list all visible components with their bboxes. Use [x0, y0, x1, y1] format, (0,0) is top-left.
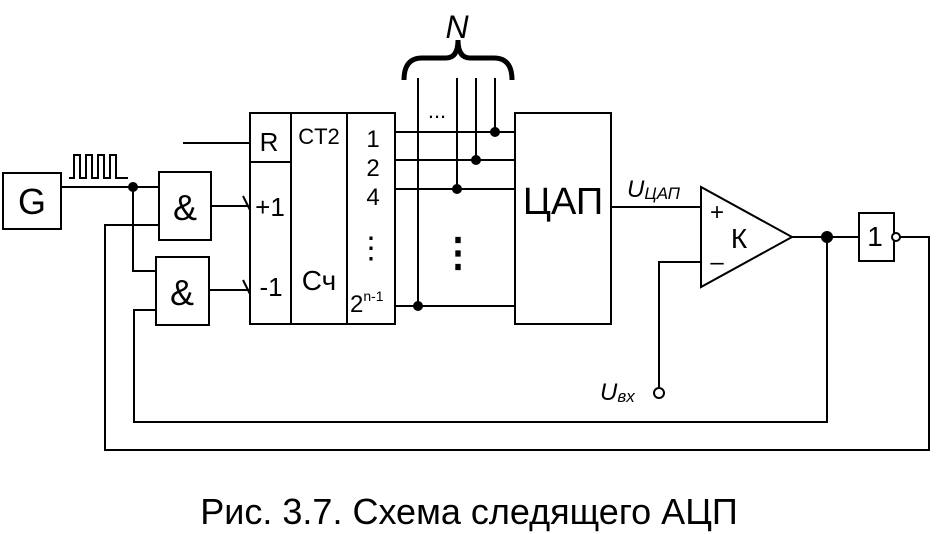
output-bit-1-label: 1 [366, 126, 379, 153]
dac-label: ЦАП [523, 181, 603, 223]
count-up-label: +1 [255, 192, 285, 222]
comparator-triangle [700, 185, 795, 289]
output-bit-n-base: 2 [350, 291, 363, 318]
counter-block [249, 112, 396, 325]
figure-caption: Рис. 3.7. Схема следящего АЦП [200, 491, 737, 532]
junction-dot [471, 155, 481, 165]
output-vdots: ⋮ [356, 232, 386, 265]
generator-label: G [18, 181, 46, 222]
u-dac-sub: ЦАП [644, 184, 680, 203]
reset-label: R [260, 127, 279, 157]
inverter-block [858, 212, 895, 262]
u-in-main: U [600, 379, 618, 406]
dac-block [514, 112, 612, 325]
input-terminal [653, 387, 665, 399]
and-gate-upper-label: & [173, 187, 197, 228]
inverter-label: 1 [867, 221, 883, 252]
and-gate-upper [158, 171, 212, 241]
u-in-sub: вх [617, 387, 635, 406]
clock-to-lower-and-wire [132, 187, 156, 272]
u-dac-label: UЦАП [627, 176, 681, 203]
bus-width-label: N [445, 9, 469, 45]
comparator-plus-label: + [710, 199, 724, 226]
output-bit-n-exponent: n-1 [363, 288, 383, 304]
output-bit-n-label: 2n-1 [350, 288, 384, 318]
junction-dot [413, 301, 423, 311]
bus-vdots: ⋮ [438, 231, 478, 275]
comparator-feedback-wire [133, 237, 828, 423]
bus-ellipsis: ... [428, 98, 446, 123]
inverter-feedback-wire [104, 224, 930, 451]
u-in-label: Uвх [600, 379, 635, 406]
u-dac-main: U [627, 176, 645, 203]
and-gate-lower [155, 256, 210, 326]
inverter-bubble [891, 232, 901, 242]
comparator-minus-label: – [710, 249, 724, 276]
count-down-label: -1 [259, 272, 282, 302]
pulse-train-icon [69, 154, 128, 179]
output-bit-2-label: 2 [366, 155, 379, 182]
generator-block [2, 172, 62, 230]
input-voltage-wire [658, 261, 701, 387]
counter-type-label: CT2 [298, 124, 340, 149]
comparator-label: К [731, 223, 748, 254]
and-gate-lower-label: & [170, 272, 194, 313]
junction-dot [490, 127, 500, 137]
bus-brace [401, 39, 515, 81]
counter-name-label: Сч [302, 265, 337, 296]
junction-dot [452, 184, 462, 194]
output-bit-4-label: 4 [366, 184, 379, 211]
